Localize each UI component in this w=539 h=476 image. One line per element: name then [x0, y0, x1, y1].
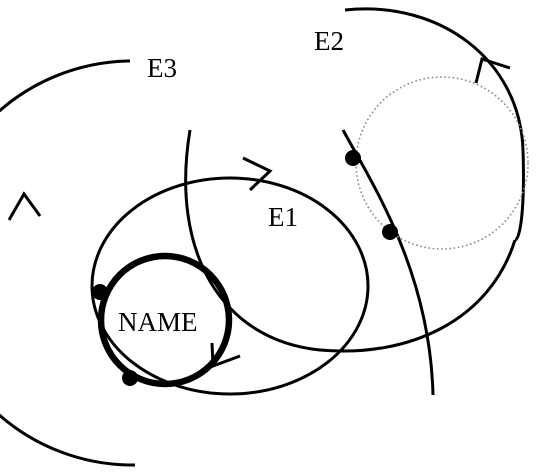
- node-e2-top: [345, 150, 361, 166]
- node-name-bottom: [122, 370, 138, 386]
- dotted-circle: [355, 76, 529, 250]
- middle-arc: [184, 129, 517, 353]
- label-e3: E3: [147, 53, 177, 83]
- e1-ellipse: [90, 176, 370, 396]
- name-circle: [97, 252, 233, 388]
- label-name: NAME: [118, 307, 198, 337]
- e1-arrowhead: [242, 156, 273, 192]
- label-e1: E1: [268, 202, 298, 232]
- node-e1-e3-left: [92, 284, 108, 300]
- right-lower-arc: [341, 129, 435, 396]
- node-e1-right: [382, 224, 398, 240]
- e3-arrowhead: [7, 191, 42, 221]
- label-e2: E2: [314, 26, 344, 56]
- e3-arc: [0, 59, 136, 467]
- name-arrowhead: [210, 342, 241, 369]
- e2-arrowhead: [474, 57, 511, 84]
- e2-arc: [344, 7, 525, 242]
